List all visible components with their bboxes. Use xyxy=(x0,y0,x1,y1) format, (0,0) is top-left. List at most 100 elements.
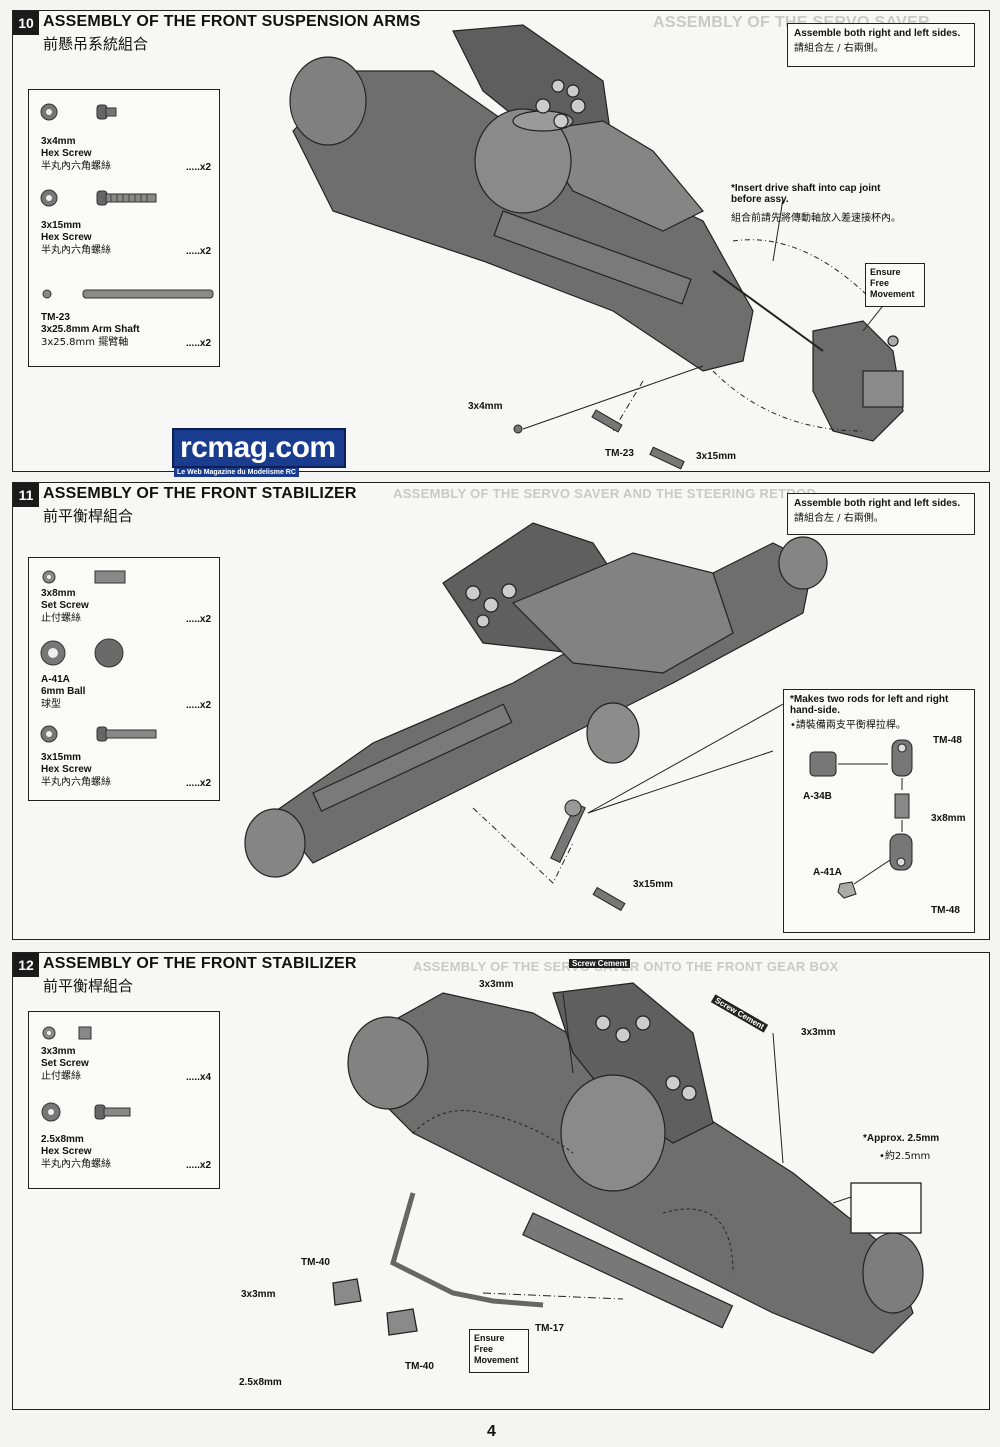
rod-assembly-diagram xyxy=(809,739,913,899)
stabilizer-illustration-a xyxy=(244,522,828,912)
part-size: 3x15mm xyxy=(41,220,82,231)
rcmag-logo: rcmag.com Le Web Magazine du Modelisme R… xyxy=(172,428,375,480)
part-qty: .....x2 xyxy=(185,1160,211,1171)
step-title: ASSEMBLY OF THE FRONT STABILIZER xyxy=(43,955,357,972)
approx-note-en: *Approx. 2.5mm xyxy=(863,1133,940,1144)
part-size: 3x8mm xyxy=(41,588,76,599)
part-cn: 止付螺絲 xyxy=(41,613,81,624)
part-qty: .....x2 xyxy=(185,162,211,173)
step-title: ASSEMBLY OF THE FRONT STABILIZER xyxy=(43,485,357,502)
part-code: TM-23 xyxy=(41,312,70,323)
label-tm23: TM-23 xyxy=(605,448,634,459)
part-3x15-hex-screw: 3x15mm Hex Screw 半丸內六角螺絲 .....x2 xyxy=(41,220,211,257)
step-subtitle: 前懸吊系統組合 xyxy=(43,35,149,53)
label-3x8mm: 3x8mm xyxy=(931,813,966,824)
ghost-bleed-title: ASSEMBLY OF THE SERVO SAVER AND THE STEE… xyxy=(393,486,817,501)
screw-3x4-icon xyxy=(40,103,117,121)
part-size: 3x4mm xyxy=(41,136,76,147)
label-tm17: TM-17 xyxy=(535,1323,564,1334)
step-number: 12 xyxy=(13,953,39,977)
parts-list: 3x3mm Set Screw 止付螺絲 .....x4 2.5x8mm Hex… xyxy=(28,1011,220,1189)
label-a41a: A-41A xyxy=(813,867,842,878)
label-3x3-top-a: 3x3mm xyxy=(479,979,514,990)
part-tm23-arm-shaft: TM-23 3x25.8mm Arm Shaft 3x25.8mm 擺臂軸 ..… xyxy=(41,312,211,349)
part-name: Set Screw xyxy=(41,600,89,611)
step-11-panel: 11 ASSEMBLY OF THE FRONT STABILIZER 前平衡桿… xyxy=(12,482,990,940)
part-qty: .....x2 xyxy=(185,778,211,789)
step-number: 11 xyxy=(13,483,39,507)
part-cn: 半丸內六角螺絲 xyxy=(41,1159,111,1170)
part-3x3-set-screw: 3x3mm Set Screw 止付螺絲 .....x4 xyxy=(41,1046,211,1083)
part-size: 3x3mm xyxy=(41,1046,76,1057)
logo-tagline: Le Web Magazine du Modelisme RC xyxy=(174,468,299,477)
label-3x3-top-b: 3x3mm xyxy=(801,1027,836,1038)
logo-wordmark: rcmag.com xyxy=(172,428,346,468)
step-subtitle: 前平衡桿組合 xyxy=(43,977,134,995)
rods-note-en: *Makes two rods for left and right hand-… xyxy=(790,694,949,716)
note-en: Assemble both right and left sides. xyxy=(794,28,961,39)
label-tm48-bottom: TM-48 xyxy=(931,905,960,916)
insert-note-cn: 組合前請先將傳動軸放入差速接杯內。 xyxy=(731,213,901,224)
part-qty: .....x2 xyxy=(185,338,211,349)
suspension-arm-illustration xyxy=(289,24,904,470)
part-qty: .....x4 xyxy=(185,1072,211,1083)
part-a41a-ball: A-41A 6mm Ball 球型 .....x2 xyxy=(41,674,211,711)
parts-list: 3x8mm Set Screw 止付螺絲 .....x2 A-41A 6mm B… xyxy=(28,557,220,801)
approx-note-cn: •約2.5mm xyxy=(879,1151,931,1162)
ball-6mm-icon xyxy=(40,638,124,668)
part-25x8-hex-screw: 2.5x8mm Hex Screw 半丸內六角螺絲 .....x2 xyxy=(41,1134,211,1171)
note-cn: 請組合左 / 右兩側。 xyxy=(794,43,884,54)
part-size: 3x25.8mm Arm Shaft xyxy=(41,324,140,335)
insert-note-en: *Insert drive shaft into cap joint befor… xyxy=(731,183,881,205)
part-3x8-set-screw: 3x8mm Set Screw 止付螺絲 .....x2 xyxy=(41,588,211,625)
step-title: ASSEMBLY OF THE FRONT SUSPENSION ARMS xyxy=(43,13,421,30)
part-name: Hex Screw xyxy=(41,148,92,159)
set-screw-3x8-icon xyxy=(42,570,126,584)
part-size: 3x15mm xyxy=(41,752,82,763)
part-cn: 半丸內六角螺絲 xyxy=(41,161,111,172)
label-3x4mm: 3x4mm xyxy=(468,401,503,412)
part-qty: .....x2 xyxy=(185,246,211,257)
screw-cement-a: Screw Cement xyxy=(569,959,631,968)
screw-3x15-icon xyxy=(40,189,157,207)
screw-25x8-icon xyxy=(41,1102,131,1122)
step-subtitle: 前平衡桿組合 xyxy=(43,507,134,525)
screw-3x15-icon xyxy=(40,725,157,743)
part-cn: 止付螺絲 xyxy=(41,1071,81,1082)
part-name: Hex Screw xyxy=(41,232,92,243)
label-3x15mm: 3x15mm xyxy=(633,879,674,890)
note-cn: 請組合左 / 右兩側。 xyxy=(794,513,884,524)
part-name: Hex Screw xyxy=(41,764,92,775)
part-3x4-hex-screw: 3x4mm Hex Screw 半丸內六角螺絲 .....x2 xyxy=(41,136,211,173)
ensure-free-movement-box: Ensure Free Movement xyxy=(865,263,925,307)
part-cn: 球型 xyxy=(41,699,61,710)
set-screw-3x3-icon xyxy=(42,1026,92,1040)
parts-list: 3x4mm Hex Screw 半丸內六角螺絲 .....x2 3x15mm H… xyxy=(28,89,220,367)
step-number: 10 xyxy=(13,11,39,35)
note-both-sides: Assemble both right and left sides. 請組合左… xyxy=(787,23,975,67)
part-cn: 半丸內六角螺絲 xyxy=(41,777,111,788)
ensure-free-movement-box: Ensure Free Movement xyxy=(469,1329,529,1373)
part-name: Set Screw xyxy=(41,1058,89,1069)
label-tm40-a: TM-40 xyxy=(301,1257,330,1268)
part-cn: 半丸內六角螺絲 xyxy=(41,245,111,256)
label-3x15mm: 3x15mm xyxy=(696,451,737,462)
arm-shaft-icon xyxy=(42,289,214,299)
note-both-sides: Assemble both right and left sides. 請組合左… xyxy=(787,493,975,535)
part-size: 6mm Ball xyxy=(41,686,86,697)
part-qty: .....x2 xyxy=(185,700,211,711)
label-3x3-left: 3x3mm xyxy=(241,1289,276,1300)
part-code: A-41A xyxy=(41,674,70,685)
label-tm40-b: TM-40 xyxy=(405,1361,434,1372)
label-tm48-top: TM-48 xyxy=(933,735,962,746)
rods-detail-box: *Makes two rods for left and right hand-… xyxy=(783,689,975,933)
part-qty: .....x2 xyxy=(185,614,211,625)
step-12-panel: 12 ASSEMBLY OF THE FRONT STABILIZER 前平衡桿… xyxy=(12,952,990,1410)
step-10-panel: 10 ASSEMBLY OF THE FRONT SUSPENSION ARMS… xyxy=(12,10,990,472)
page-number: 4 xyxy=(487,1423,496,1440)
label-a34b: A-34B xyxy=(803,791,832,802)
note-en: Assemble both right and left sides. xyxy=(794,498,961,509)
part-name: Hex Screw xyxy=(41,1146,92,1157)
stabilizer-illustration-b xyxy=(332,982,924,1354)
label-25x8: 2.5x8mm xyxy=(239,1377,282,1388)
